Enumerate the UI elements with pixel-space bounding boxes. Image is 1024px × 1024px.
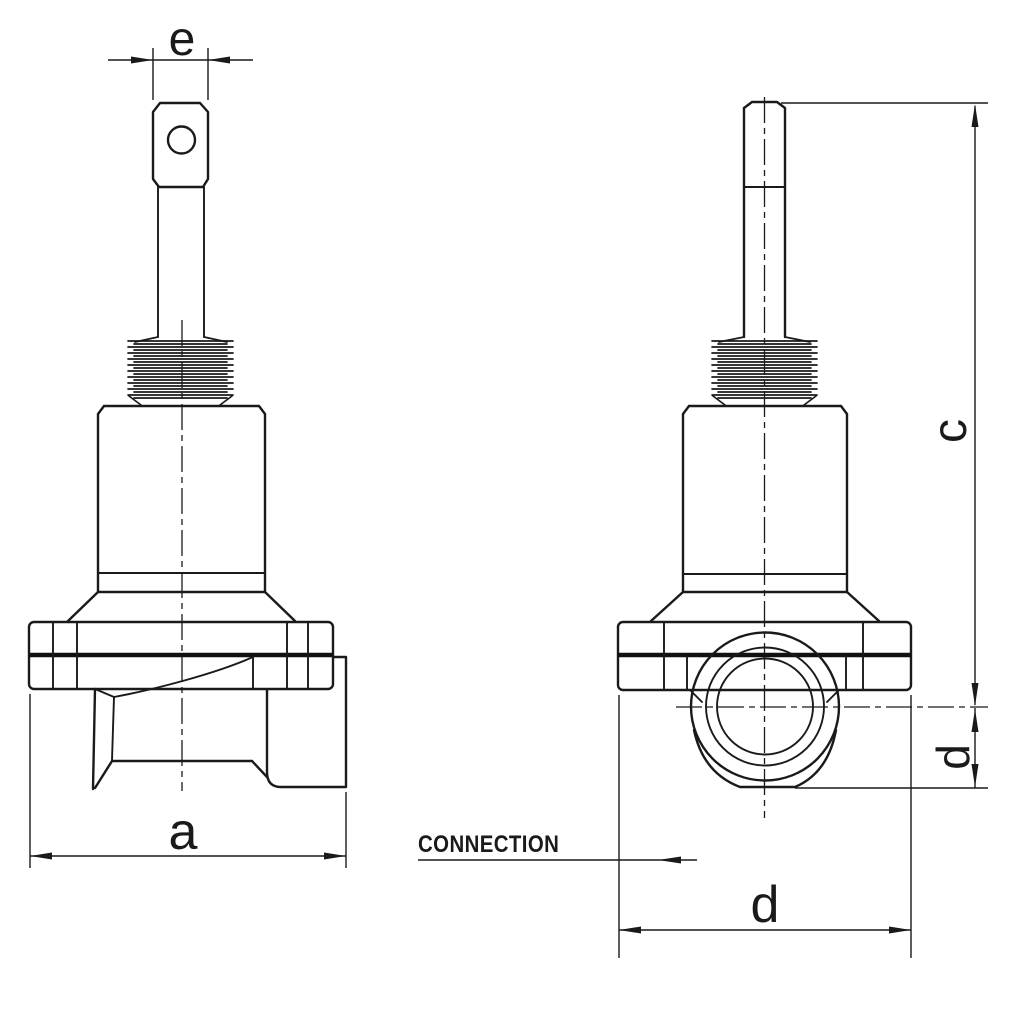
port-middle-circle [705, 646, 825, 767]
port-outer-circle [689, 631, 841, 782]
dimension-e: e [108, 13, 253, 100]
arrowhead [30, 852, 52, 860]
outlet-lower-body [91, 655, 348, 791]
dim-label-d-bottom: d [751, 876, 780, 934]
connection-arrowhead [658, 856, 681, 864]
stem-head-hole [166, 125, 197, 155]
connection-callout: CONNECTION [418, 830, 697, 864]
side-bonnet-body [649, 404, 881, 623]
side-threaded-section [711, 336, 818, 406]
arrowhead [324, 852, 346, 860]
bonnet-body [66, 404, 297, 623]
front-view [27, 101, 348, 791]
connection-port [689, 631, 841, 789]
arrowhead [971, 709, 979, 732]
arrowhead [971, 683, 979, 706]
stem-head [151, 101, 210, 189]
arrowhead [131, 56, 153, 64]
side-view [616, 97, 988, 818]
arrowhead [619, 926, 641, 934]
arrowhead [889, 926, 911, 934]
hex-flange [27, 620, 335, 698]
dim-label-c: c [924, 419, 977, 443]
arrowhead [208, 56, 230, 64]
dimension-c: c [781, 102, 988, 706]
dimensions: e a c d [29, 13, 988, 958]
side-hex-flange [616, 620, 913, 703]
dimension-d-side: d [795, 708, 988, 789]
dimension-d-bottom: d [618, 695, 912, 958]
dimension-a: a [29, 694, 347, 868]
arrowhead [971, 764, 979, 787]
port-skirt [692, 728, 838, 789]
connection-label: CONNECTION [418, 830, 559, 857]
port-inner-circle [716, 657, 814, 756]
dim-label-d-side: d [927, 744, 979, 770]
stem-shaft [157, 186, 205, 338]
side-port-stub [265, 655, 348, 789]
arrowhead [971, 104, 979, 127]
dim-label-a: a [169, 803, 198, 861]
side-stem [742, 100, 787, 339]
flange-sweep-line [113, 656, 254, 698]
dim-label-e: e [169, 13, 196, 66]
threaded-section [127, 336, 234, 406]
